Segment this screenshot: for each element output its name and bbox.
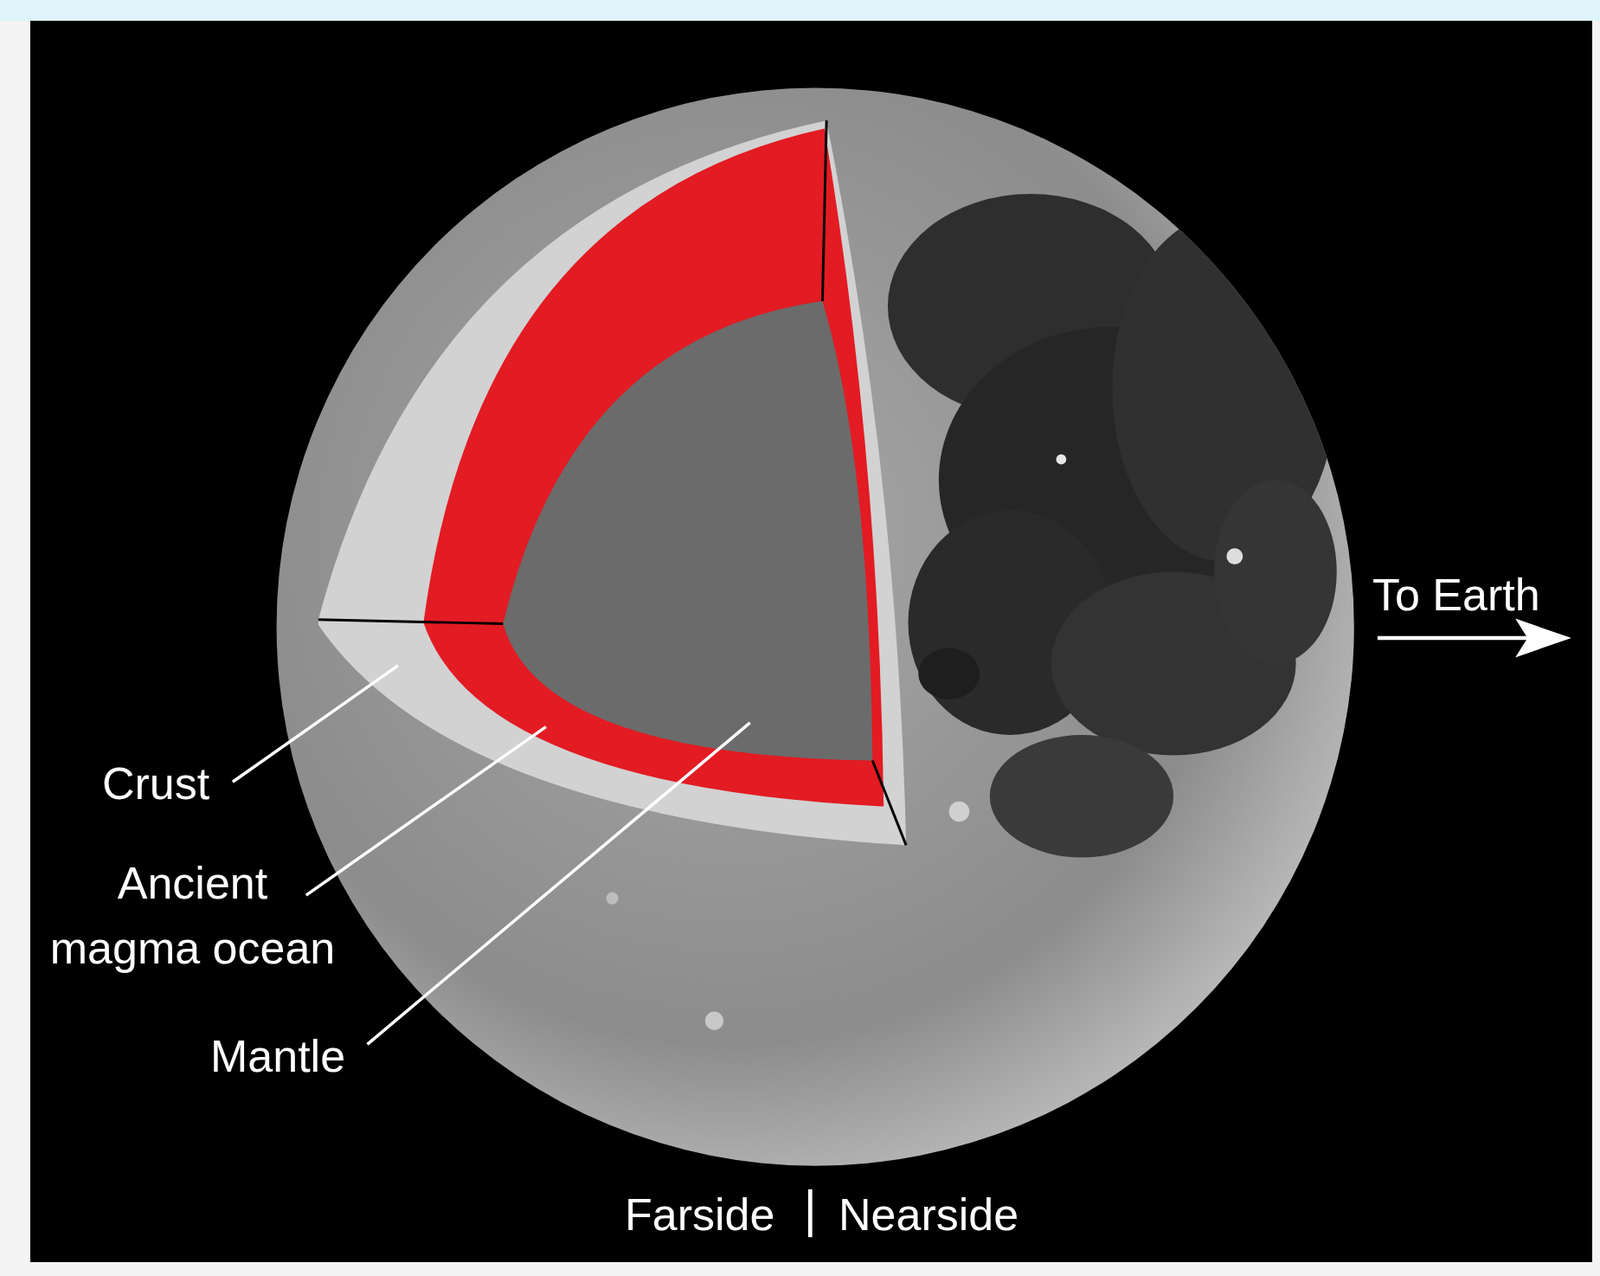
magma-ocean-label: Ancient magma ocean [43,850,342,981]
earth-arrow [1377,618,1572,658]
leader-lines [232,665,751,1044]
farside-label: Farside [624,1187,775,1241]
crust-label: Crust [102,756,210,810]
top-strip [0,0,1600,21]
side-divider [808,1188,813,1237]
cutaway-wedge [318,120,907,845]
moon-disc [276,87,1355,1165]
nearside-label: Nearside [838,1187,1019,1241]
mantle-label: Mantle [210,1028,346,1083]
black-panel [30,20,1593,1262]
direction-label: To Earth [1372,567,1541,622]
